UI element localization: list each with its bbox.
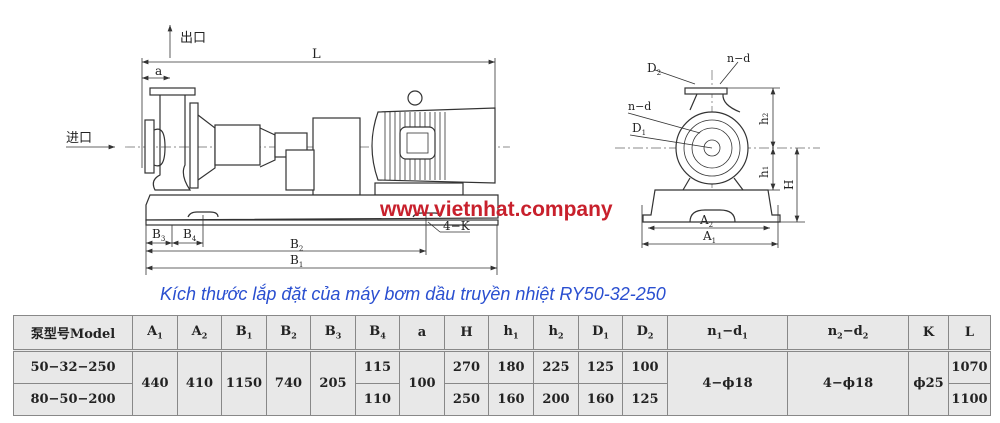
cell-H: 270 <box>444 350 489 384</box>
header-A2: A2 <box>177 315 222 352</box>
header-h1: h1 <box>488 315 534 352</box>
header-D2: D2 <box>622 315 668 352</box>
header-A1: A1 <box>132 315 178 352</box>
dim-n1-d1: n−d <box>628 100 651 113</box>
cell-A2: 410 <box>177 350 222 416</box>
cell-L: 1100 <box>948 383 991 416</box>
dim-B4: B4 <box>183 227 197 243</box>
cell-model: 80−50−200 <box>13 383 133 416</box>
cell-D2: 125 <box>622 383 668 416</box>
header-h2: h2 <box>533 315 579 352</box>
cell-a: 100 <box>399 350 445 416</box>
dim-h1: h1 <box>757 166 771 178</box>
cell-h1: 160 <box>488 383 534 416</box>
technical-drawing: 出口 进口 L a <box>66 25 820 275</box>
dim-L: L <box>312 47 321 62</box>
cell-L: 1070 <box>948 350 991 384</box>
cell-B3: 205 <box>310 350 356 416</box>
header-B1: B1 <box>221 315 267 352</box>
header-H: H <box>444 315 489 352</box>
cell-h2: 225 <box>533 350 579 384</box>
dim-h2: h2 <box>757 113 771 125</box>
dim-n2-d2: n−d <box>727 52 750 65</box>
cell-D2: 100 <box>622 350 668 384</box>
cell-n1-d1: 4−ϕ18 <box>667 350 788 416</box>
header-K: K <box>908 315 949 352</box>
dim-B1: B1 <box>290 253 303 269</box>
cell-K: ϕ25 <box>908 350 949 416</box>
cell-B1: 1150 <box>221 350 267 416</box>
table-row: 80−50−200 110 250 160 200 160 125 1100 <box>13 383 991 416</box>
table-row: 50−32−250 440 410 1150 740 205 115 100 2… <box>13 350 991 416</box>
outlet-label: 出口 <box>180 31 206 46</box>
dim-H: H <box>782 180 796 190</box>
side-view: 出口 进口 L a <box>66 25 510 275</box>
dim-A2: A2 <box>699 213 713 229</box>
cell-h1: 180 <box>488 350 534 384</box>
dim-4-K: 4−K <box>443 219 471 233</box>
header-model: 泵型号Model <box>13 315 133 352</box>
cell-B4: 110 <box>355 383 400 416</box>
watermark: www.vietnhat.company <box>380 198 613 221</box>
header-n2-d2: n2−d2 <box>787 315 909 352</box>
dim-D2: D2 <box>647 61 661 77</box>
cell-model: 50−32−250 <box>13 350 133 384</box>
cell-B2: 740 <box>266 350 311 416</box>
header-B2: B2 <box>266 315 311 352</box>
table-header-row: 泵型号Model A1 A2 B1 B2 B3 B4 a H h1 h2 D1 … <box>13 315 991 352</box>
dim-D1: D1 <box>632 121 646 137</box>
header-a: a <box>399 315 445 352</box>
header-B3: B3 <box>310 315 356 352</box>
header-L: L <box>948 315 991 352</box>
cell-h2: 200 <box>533 383 579 416</box>
caption: Kích thước lắp đặt của máy bơm dầu truyề… <box>160 284 666 304</box>
dim-A1: A1 <box>702 229 716 245</box>
dim-B2: B2 <box>290 237 303 253</box>
inlet-label: 进口 <box>66 131 92 146</box>
dim-a: a <box>155 64 162 78</box>
cell-D1: 160 <box>578 383 623 416</box>
header-B4: B4 <box>355 315 400 352</box>
cell-H: 250 <box>444 383 489 416</box>
header-n1-d1: n1−d1 <box>667 315 788 352</box>
dimensions-table: 泵型号Model A1 A2 B1 B2 B3 B4 a H h1 h2 D1 … <box>13 315 991 416</box>
cell-D1: 125 <box>578 350 623 384</box>
front-view: D2 n−d n−d D1 h2 h1 H A2 A1 <box>615 52 820 248</box>
dim-B3: B3 <box>152 227 165 243</box>
cell-B4: 115 <box>355 350 400 384</box>
cell-n2-d2: 4−ϕ18 <box>787 350 909 416</box>
header-D1: D1 <box>578 315 623 352</box>
cell-A1: 440 <box>132 350 178 416</box>
